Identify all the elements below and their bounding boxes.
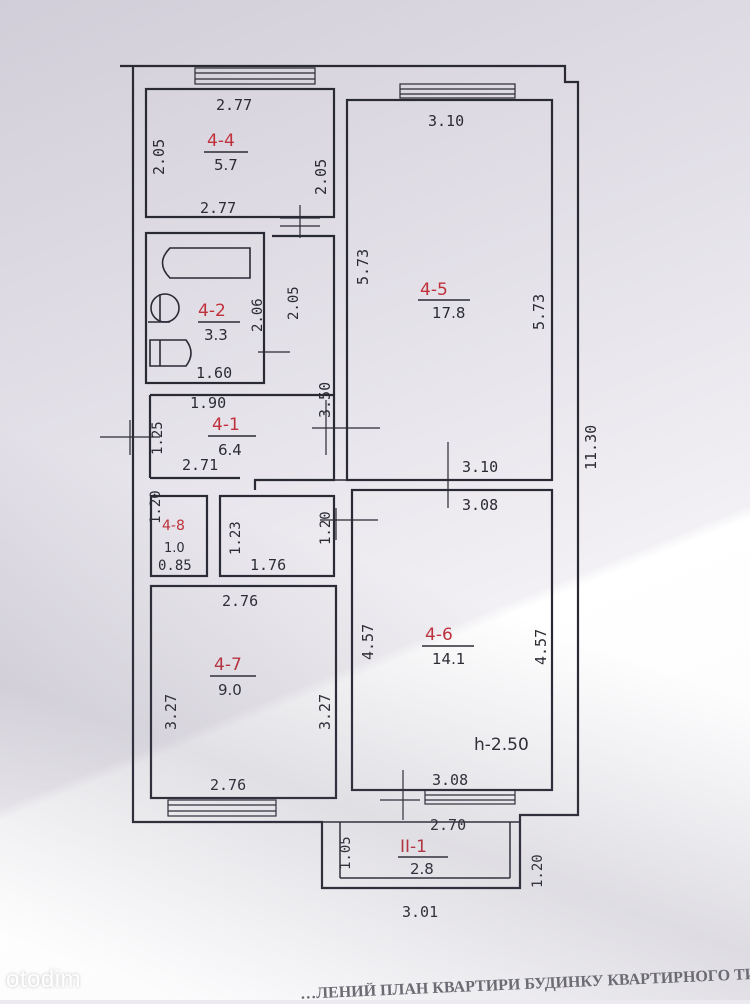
dim-4-8-bottom: 0.85 — [158, 558, 192, 574]
room-id-4-1: 4-1 — [212, 415, 240, 435]
room-4-5-outline — [345, 98, 554, 482]
dim-4-6-left: 4.57 — [359, 624, 377, 660]
dim-4-5-right: 5.73 — [530, 294, 548, 330]
area-4-1: 6.4 — [218, 441, 242, 459]
area-4-7: 9.0 — [218, 681, 242, 699]
room-id-4-4: 4-4 — [207, 131, 235, 151]
dim-4-8-left: 1.20 — [148, 490, 164, 524]
room-4-5: 3.10 3.10 5.73 5.73 4-5 17.8 — [354, 112, 548, 476]
dim-4-6-top: 3.08 — [462, 496, 498, 514]
dim-4-7-top: 2.76 — [222, 592, 258, 610]
dim-corridor: 2.05 — [286, 286, 302, 320]
dim-4-7-right: 3.27 — [316, 694, 334, 730]
closet: 1.23 1.76 1.20 — [228, 511, 334, 574]
bathtub-icon — [161, 247, 251, 279]
dim-4-2-bottom: 1.60 — [196, 364, 232, 382]
dim-4-1-top: 1.90 — [190, 394, 226, 412]
room-walls — [144, 87, 554, 800]
door-marks — [100, 205, 449, 820]
room-4-7: 2.76 2.76 3.27 3.27 4-7 9.0 — [162, 592, 334, 794]
dim-4-5-top: 3.10 — [428, 112, 464, 130]
room-4-2-outline — [144, 231, 266, 385]
outer-walls — [120, 64, 580, 890]
corridor-wall — [272, 234, 336, 395]
room-id-ii-1: II-1 — [400, 837, 427, 857]
room-4-6: 3.08 3.08 4.57 4.57 4-6 14.1 h-2.50 — [359, 496, 550, 789]
dim-4-1-bottom: 2.71 — [182, 456, 218, 474]
dim-4-7-bottom: 2.76 — [210, 776, 246, 794]
dim-overall-length: 11.30 — [582, 425, 600, 470]
dim-4-2-right: 2.06 — [250, 298, 266, 332]
dim-closet-bottom: 1.76 — [250, 556, 286, 574]
dim-4-6-bottom: 3.08 — [432, 771, 468, 789]
room-4-6-outline — [350, 488, 554, 792]
dim-4-1-right: 3.50 — [316, 382, 334, 418]
room-4-1-outline — [150, 393, 336, 490]
ceiling-height: h-2.50 — [474, 735, 529, 755]
closet-outline — [218, 494, 336, 578]
room-id-4-6: 4-6 — [425, 625, 453, 645]
dim-4-6-right: 4.57 — [532, 629, 550, 665]
room-4-4: 2.77 2.77 2.05 2.05 4-4 5.7 — [150, 96, 330, 217]
sink-icon — [149, 339, 192, 367]
room-4-2: 1.60 2.06 2.05 4-2 3.3 — [196, 286, 302, 382]
dim-4-5-left: 5.73 — [354, 249, 372, 285]
dim-4-5-bottom: 3.10 — [462, 458, 498, 476]
room-4-1: 1.90 2.71 1.25 3.50 4-1 6.4 — [150, 382, 334, 474]
room-id-4-5: 4-5 — [420, 280, 448, 300]
room-id-4-2: 4-2 — [198, 301, 226, 321]
dim-balcony-bottom: 3.01 — [402, 903, 438, 921]
dim-4-4-left: 2.05 — [150, 139, 168, 175]
area-4-6: 14.1 — [432, 650, 465, 668]
windows — [167, 67, 516, 817]
room-4-7-outline — [149, 584, 338, 800]
dim-balcony-right: 1.20 — [530, 854, 546, 888]
dim-closet-right: 1.20 — [318, 511, 334, 545]
balcony-ii-1: 2.70 3.01 1.05 1.20 II-1 2.8 — [338, 816, 546, 921]
dim-balcony-left: 1.05 — [338, 836, 354, 870]
bathroom-fixtures — [148, 247, 251, 367]
dim-4-7-left: 3.27 — [162, 694, 180, 730]
room-id-4-7: 4-7 — [214, 655, 242, 675]
dim-4-1-left: 1.25 — [150, 421, 166, 455]
dim-4-4-bottom: 2.77 — [200, 199, 236, 217]
dim-4-4-top: 2.77 — [216, 96, 252, 114]
toilet-icon — [150, 293, 180, 323]
room-4-8: 4-8 1.0 0.85 1.20 — [148, 490, 192, 574]
room-4-4-outline — [144, 87, 336, 219]
area-4-5: 17.8 — [432, 304, 465, 322]
room-id-4-8: 4-8 — [162, 518, 185, 534]
dim-closet-left: 1.23 — [228, 521, 244, 555]
area-4-2: 3.3 — [204, 326, 228, 344]
area-4-4: 5.7 — [214, 156, 238, 174]
watermark-logo: otodim — [6, 966, 82, 993]
area-ii-1: 2.8 — [410, 860, 434, 878]
room-4-8-outline — [149, 494, 209, 578]
dim-4-4-right: 2.05 — [312, 159, 330, 195]
dim-balcony-top: 2.70 — [430, 816, 466, 834]
area-4-8: 1.0 — [164, 541, 185, 556]
